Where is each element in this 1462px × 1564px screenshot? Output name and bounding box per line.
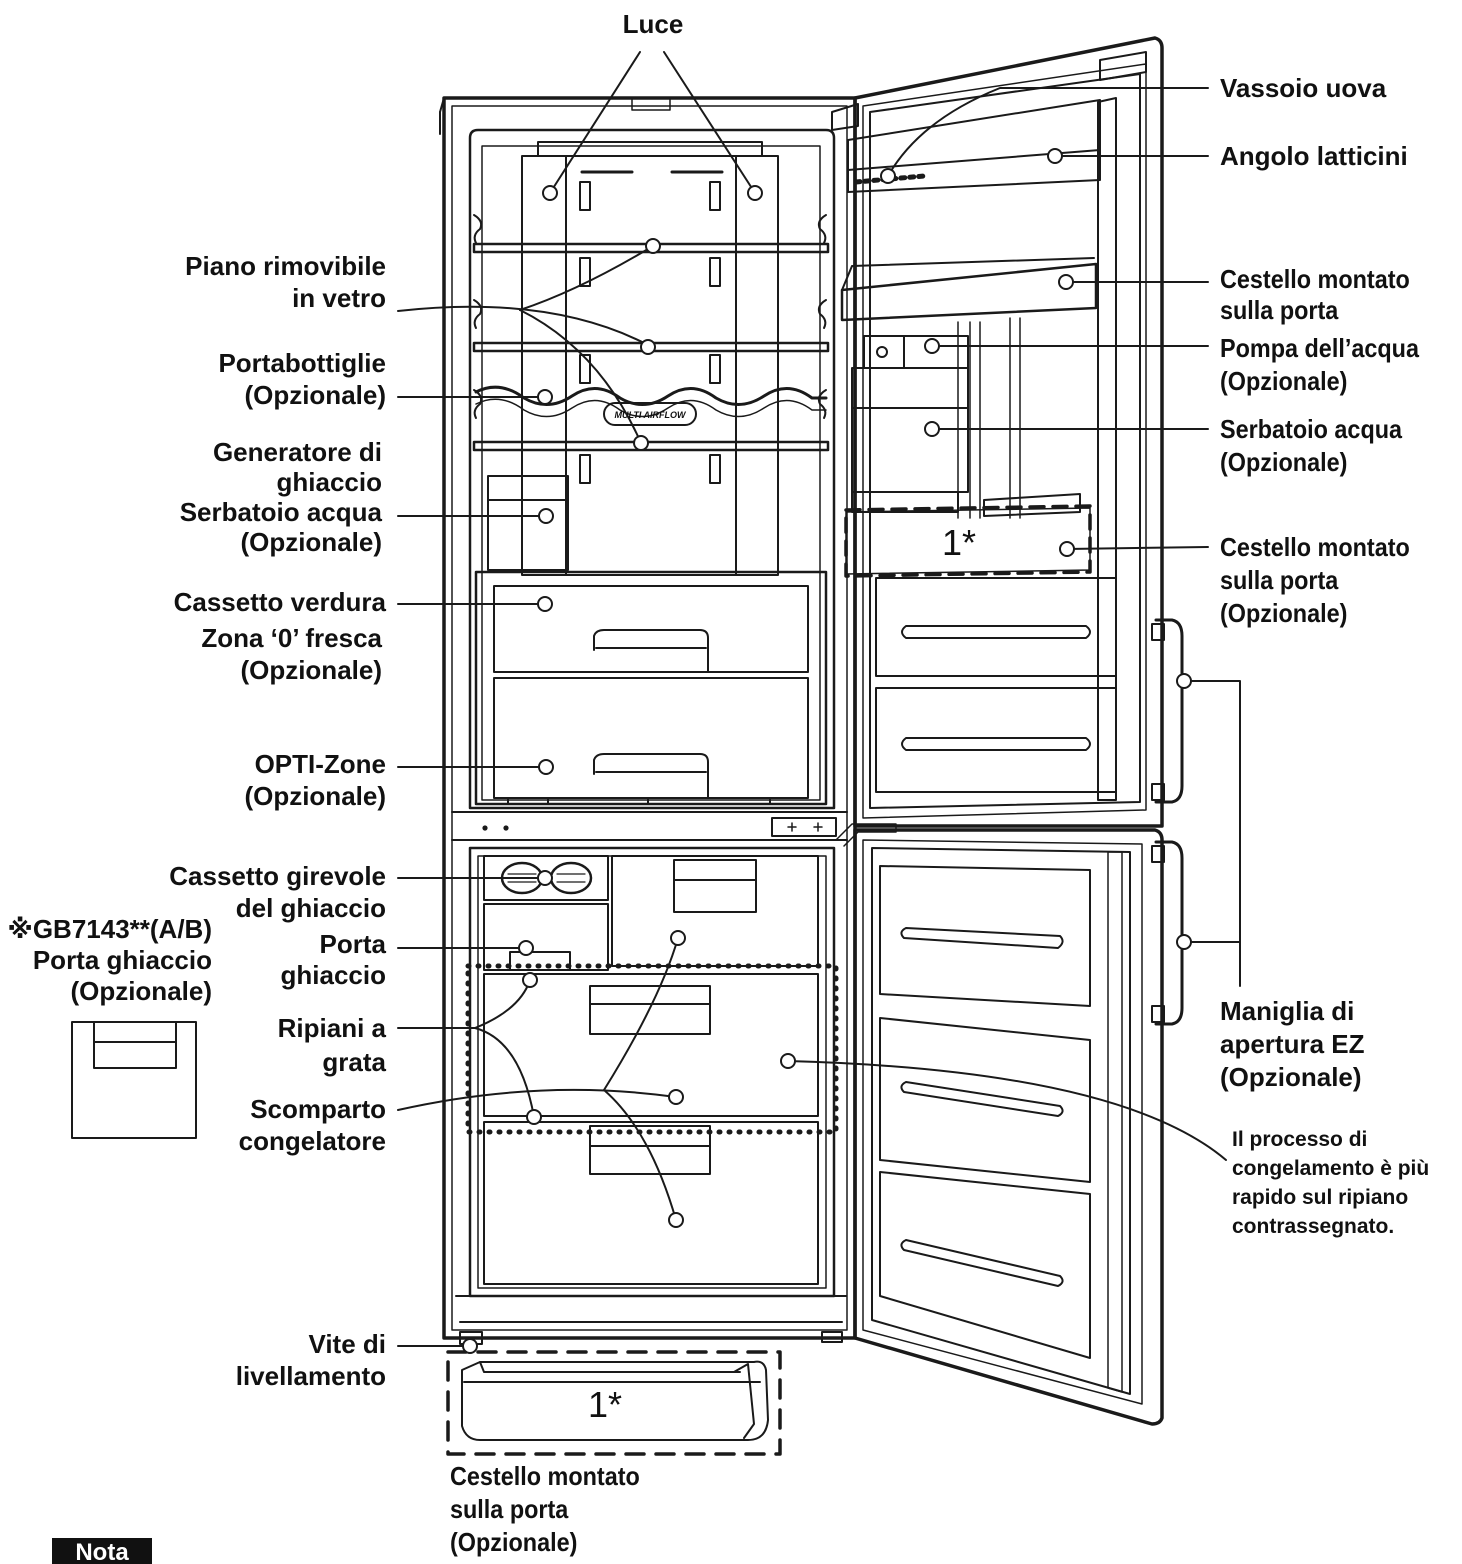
- label-opti-zone: OPTI-Zone (Opzionale): [244, 749, 386, 811]
- label-cestello-porta-2: Cestello montato sulla porta (Opzionale): [1220, 532, 1410, 628]
- label-gb-model: ※GB7143**(A/B) Porta ghiaccio (Opzionale…: [7, 914, 212, 1006]
- badge-door-bin: 1*: [942, 522, 977, 563]
- door-bin-optional: [446, 1350, 782, 1456]
- label-portabottiglie: Portabottiglie (Opzionale): [218, 348, 386, 410]
- label-vassoio-uova: Vassoio uova: [1220, 73, 1387, 103]
- label-processo-congelamento: Il processo di congelamento è più rapido…: [1232, 1128, 1430, 1238]
- leader-lines: [397, 51, 1241, 1347]
- middle-panel: [451, 811, 848, 841]
- label-piano-rimovibile: Piano rimovibile in vetro: [185, 251, 386, 313]
- fridge-compartment: [468, 128, 836, 810]
- label-angolo-latticini: Angolo latticini: [1220, 141, 1408, 171]
- label-serbatoio-acqua-right: Serbatoio acqua (Opzionale): [1220, 414, 1403, 477]
- lower-door: [853, 828, 1184, 1426]
- label-porta-ghiaccio: Porta ghiaccio: [280, 929, 386, 990]
- label-ripiani-grata: Ripiani a grata: [277, 1013, 386, 1077]
- callout-dots: [462, 148, 1192, 1354]
- label-cestello-porta-1: Cestello montato sulla porta: [1220, 264, 1410, 325]
- label-maniglia-ez: Maniglia di apertura EZ (Opzionale): [1220, 996, 1365, 1092]
- label-vite-livellamento: Vite di livellamento: [235, 1329, 386, 1391]
- nota-heading: Nota: [52, 1538, 152, 1564]
- upper-door: [831, 36, 1184, 828]
- ice-port-inset: [71, 1021, 197, 1139]
- label-scomparto-congelatore: Scomparto congelatore: [238, 1094, 386, 1156]
- label-cassetto-verdura: Cassetto verdura: [173, 587, 386, 617]
- fast-freeze-marker: [465, 963, 839, 1135]
- label-luce: Luce: [622, 9, 684, 39]
- label-generatore-ghiaccio: Generatore di ghiaccio Serbatoio acqua (…: [179, 437, 382, 557]
- multi-airflow-badge-text: MULTI AIRFLOW: [615, 410, 687, 420]
- label-zona-fresca: Zona ‘0’ fresca (Opzionale): [201, 623, 382, 685]
- cabinet-body: [439, 96, 857, 1345]
- freezer-compartment: [455, 846, 847, 1323]
- label-cassetto-girevole: Cassetto girevole del ghiaccio: [169, 861, 386, 923]
- badge-bottom-bin: 1*: [588, 1384, 623, 1425]
- label-pompa-acqua: Pompa dell’acqua (Opzionale): [1220, 333, 1419, 396]
- label-cestello-bottom: Cestello montato sulla porta (Opzionale): [450, 1461, 640, 1557]
